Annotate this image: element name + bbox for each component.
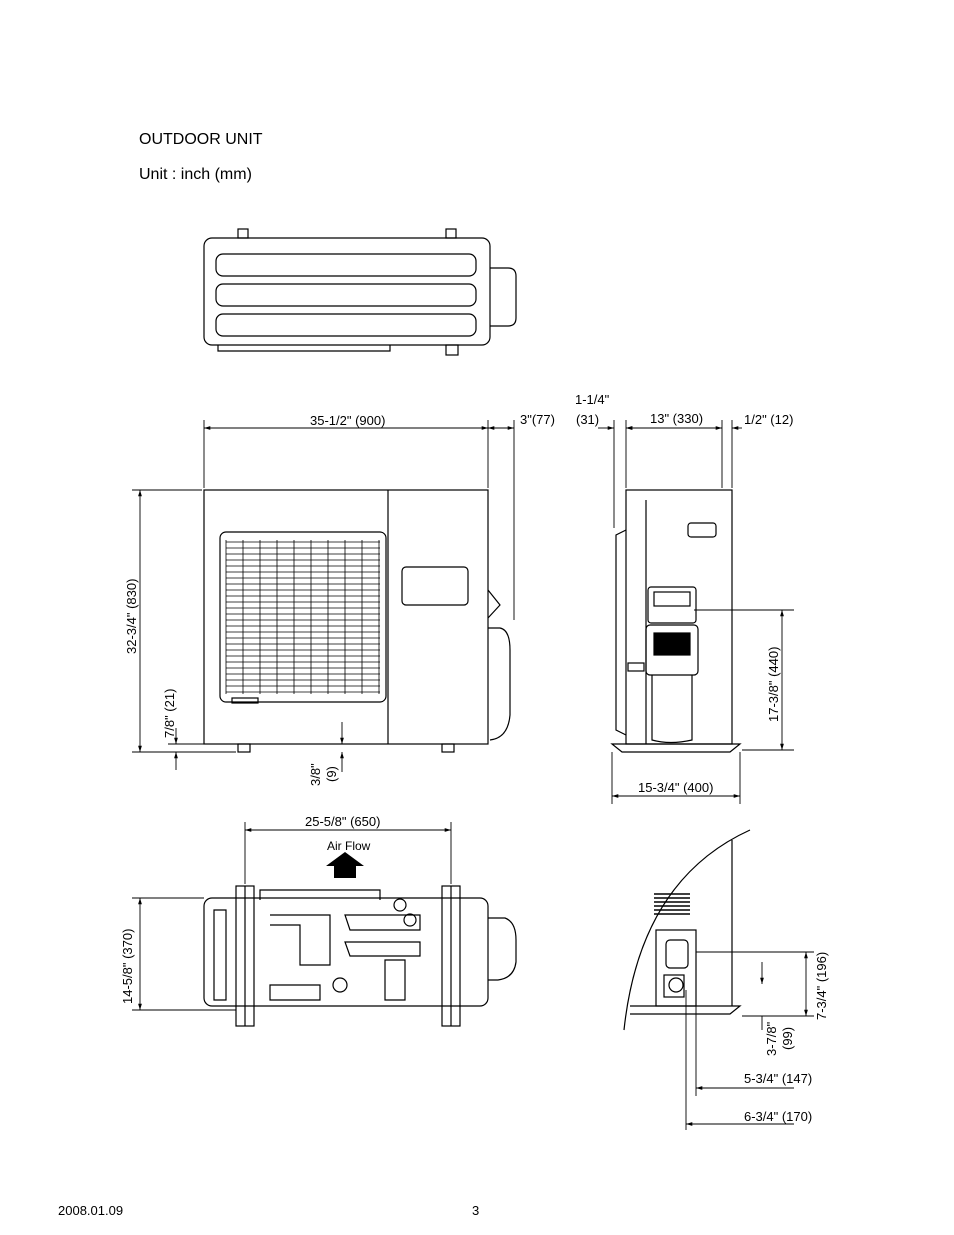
dim-side-inset-a: 1-1/4" <box>575 392 610 407</box>
detail-view <box>623 829 751 1031</box>
dim-bottom-b: (9) <box>324 766 339 782</box>
dim-protrusion: 3"(77) <box>520 412 555 427</box>
footer-date: 2008.01.09 <box>58 1203 124 1218</box>
diagram-title: OUTDOOR UNIT <box>139 131 263 148</box>
dim-valve-x1: 5-3/4" (147) <box>744 1071 812 1086</box>
bottom-view <box>203 885 517 1027</box>
dim-bottom-a: 3/8" <box>308 763 323 786</box>
dim-depth: 13" (330) <box>650 411 703 426</box>
dim-valve-lower-a: 3-7/8" <box>764 1021 779 1056</box>
dim-height: 32-3/4" (830) <box>124 579 139 654</box>
air-flow-arrow-icon <box>326 852 364 878</box>
side-view <box>610 489 742 753</box>
top-view <box>203 228 517 356</box>
detail-vent-lines <box>654 893 690 915</box>
page-number: 3 <box>472 1203 480 1218</box>
dim-mount-depth: 14-5/8" (370) <box>120 929 135 1004</box>
front-view <box>203 489 511 753</box>
dim-valve-upper: 7-3/4" (196) <box>814 952 829 1020</box>
dim-base-depth: 15-3/4" (400) <box>638 780 713 795</box>
dim-valve-lower-b: (99) <box>780 1027 795 1050</box>
dim-width: 35-1/2" (900) <box>310 413 385 428</box>
dim-side-inset-b: (31) <box>576 412 599 427</box>
dim-valve-x2: 6-3/4" (170) <box>744 1109 812 1124</box>
dim-valve-height: 17-3/8" (440) <box>766 647 781 722</box>
dim-foot-height: 7/8" (21) <box>162 689 177 738</box>
unit-note: Unit : inch (mm) <box>139 166 252 183</box>
airflow-label: Air Flow <box>327 839 371 853</box>
dimension-lines <box>132 420 814 1130</box>
dim-side-right: 1/2" (12) <box>744 412 793 427</box>
dim-mount-pitch: 25-5/8" (650) <box>305 814 380 829</box>
condenser-grille <box>225 540 380 694</box>
